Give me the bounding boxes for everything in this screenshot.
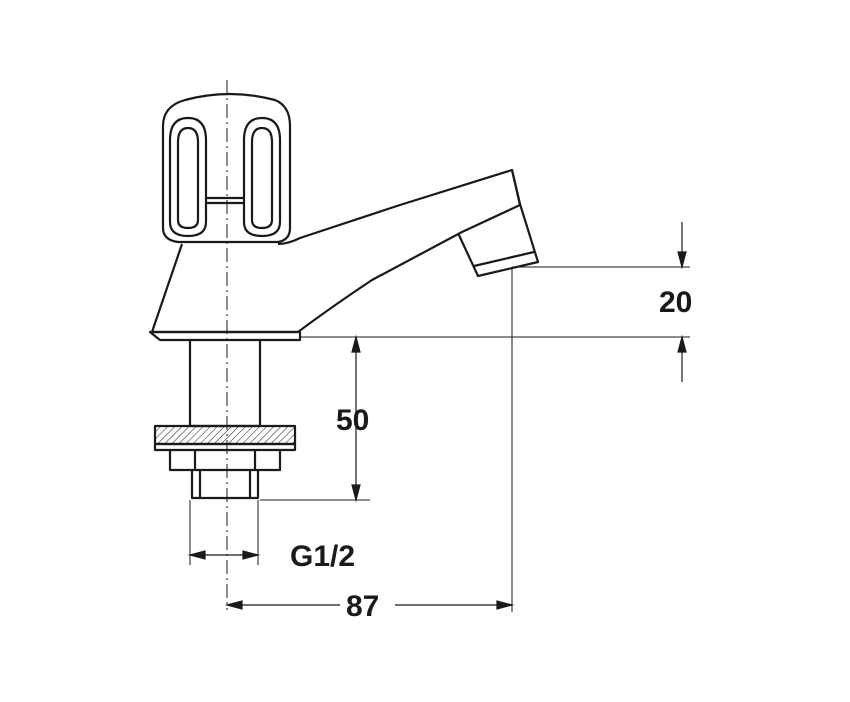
dimension-label-spout-height: 20 [659, 286, 692, 319]
tap-shank [153, 340, 297, 500]
tap-handle [161, 92, 292, 244]
dimension-spout-reach [224, 600, 515, 610]
tap-body [148, 168, 540, 342]
dimension-label-shank-length: 50 [336, 404, 369, 437]
dimension-label-thread-size: G1/2 [290, 540, 355, 573]
extension-lines [189, 266, 690, 612]
dimension-thread-size [187, 550, 261, 560]
dimension-spout-height [677, 222, 687, 382]
dimension-shank-length [351, 334, 361, 503]
dimension-label-spout-reach: 87 [346, 590, 379, 623]
